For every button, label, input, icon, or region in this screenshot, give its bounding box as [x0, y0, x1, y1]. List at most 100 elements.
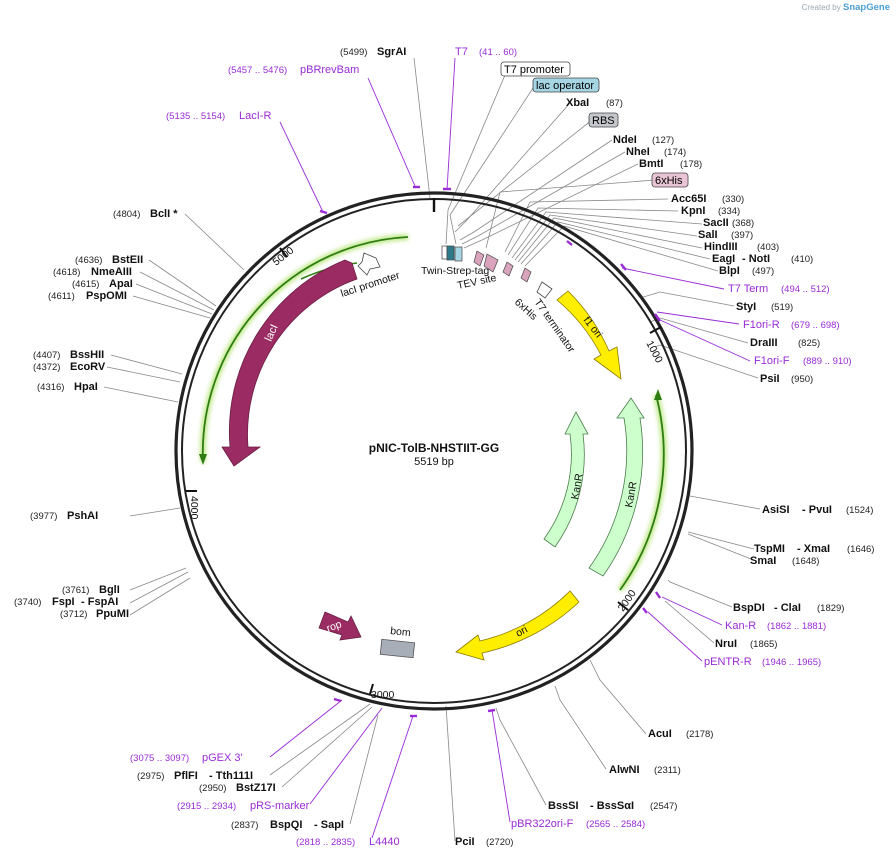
site-apai-name: ApaI [109, 278, 133, 290]
site-acc65i-name: Acc65I [671, 193, 706, 205]
primer-tick-pbr322ori-f [487, 708, 496, 713]
snapgene-branding: Created by SnapGene [802, 2, 890, 13]
site-styi-pos: (519) [771, 302, 793, 313]
feature-rbs-arrow [520, 267, 532, 283]
site-hpai-pos: (4316) [37, 382, 64, 393]
primer-l4440-pos: (2818 .. 2835) [296, 837, 355, 848]
feature-t7-promoter-box [441, 245, 448, 260]
site-sali-pos: (397) [731, 230, 753, 241]
t7-promoter-box [500, 61, 571, 77]
site-kpni-name: KpnI [681, 205, 705, 217]
site-apai-pos: (4615) [72, 279, 99, 290]
t7-promoter-box-label: T7 promoter [504, 64, 564, 76]
feature-ori-arrow [455, 590, 580, 661]
primer-t7-pos: (41 .. 60) [479, 47, 517, 58]
green-arcs [199, 234, 667, 592]
primer-pbrrevbam-pos: (5457 .. 5476) [228, 65, 287, 76]
site-pcii-name: PciI [455, 836, 475, 848]
site-bspqi-name: BspQI [270, 819, 302, 831]
tick-label-4000: 4000 [188, 496, 200, 520]
site-fspi-name: FspI [52, 596, 75, 608]
feature-bom-label: bom [390, 625, 412, 639]
site-acui-pos: (2178) [686, 729, 713, 740]
site-bsssi-name: BssSI [548, 800, 579, 812]
site-kpni-pos: (334) [718, 206, 740, 217]
arc-kanr-outer [619, 394, 665, 591]
site-fspi-pos: (3740) [14, 597, 41, 608]
branding-prefix: Created by [801, 3, 841, 12]
site-pvui-name-text: PvuI [809, 504, 832, 516]
primer-pgex3-name: pGEX 3' [202, 752, 243, 764]
site-psp-pos: (4611) [48, 291, 75, 302]
site-nrui-name: NruI [715, 638, 737, 650]
site-ndei-name: NdeI [613, 134, 637, 146]
primer-pbr322ori-f-pos: (2565 .. 2584) [586, 819, 645, 830]
feature-bom-box [379, 638, 416, 659]
site-bsteii-name: BstEII [112, 254, 143, 266]
site-bsssai-name: - BssSαI [590, 800, 634, 812]
feature-boxes: T7 promoter lac operator RBS 6xHis [500, 61, 689, 188]
feature-twin-strep-tag-arrow [473, 250, 485, 267]
primer-pbr322ori-f-name: pBR322ori-F [511, 818, 574, 830]
site-bsssi-pos: (2547) [650, 801, 677, 812]
primer-kan-r-pos: (1862 .. 1881) [767, 621, 826, 632]
site-alwni-pos: (2311) [654, 765, 681, 776]
site-tth111i-name-text: Tth111I [216, 770, 253, 782]
primer-ticks [319, 185, 661, 718]
feature-kanr-outer-label: KanR [623, 480, 639, 508]
site-bsteii-pos: (4636) [75, 255, 102, 266]
site-draiii-name: DraIII [750, 337, 778, 349]
map-title: pNIC-TolB-NHSTIIT-GG [369, 441, 499, 455]
site-pcii-pos: (2720) [486, 837, 513, 848]
primer-laci-r-pos: (5135 .. 5154) [166, 111, 225, 122]
tick-mark-1000 [649, 326, 662, 334]
primer-pgex3-pos: (3075 .. 3097) [130, 753, 189, 764]
primer-pentr-r-name: pENTR-R [704, 656, 752, 668]
site-psp-name: PspOMI [86, 290, 127, 302]
site-smai-name: SmaI [750, 555, 776, 567]
primer-tick-pgex3 [333, 697, 342, 703]
site-styi-name: StyI [736, 301, 756, 313]
site-bsssai-name-text: BssSαI [597, 800, 634, 812]
site-sgrai-name: SgrAI [377, 46, 406, 58]
site-sapi-name-text: SapI [321, 819, 344, 831]
arc-lacI-outer [201, 236, 409, 463]
primer-tick-pentr-r [642, 607, 648, 614]
primer-laci-r-name: LacI-R [239, 110, 271, 122]
site-bspdi-clai-pos: (1829) [817, 603, 844, 614]
site-noti-name-text: NotI [749, 253, 770, 265]
primer-leader-lines [269, 57, 751, 839]
site-alwni-name: AlwNI [609, 764, 640, 776]
site-bstz17i-name: BstZ17I [236, 782, 276, 794]
site-bcli-name: BclI * [150, 208, 178, 220]
site-psii-name: PsiI [760, 373, 780, 385]
primer-prs-marker-name: pRS-marker [250, 800, 310, 812]
site-clai-name: - ClaI [774, 602, 801, 614]
primer-pentr-r-pos: (1946 .. 1965) [762, 657, 821, 668]
site-bsshii-pos: (4407) [33, 350, 60, 361]
tick-mark-5000 [279, 247, 288, 258]
site-ndei-pos: (127) [652, 135, 674, 146]
site-acui-name: AcuI [648, 728, 672, 740]
site-xmai-name-text: XmaI [804, 543, 830, 555]
site-smai-pos: (1648) [792, 556, 819, 567]
feature-tev-site-arrow [483, 253, 499, 273]
snapgene-logo: SnapGene [843, 2, 890, 13]
site-psii-pos: (950) [791, 374, 813, 385]
site-xbai-pos: (87) [606, 98, 623, 109]
backbone-outer [174, 191, 694, 711]
mcs-features [441, 245, 553, 299]
primer-t7term-pos: (494 .. 512) [781, 284, 830, 295]
site-eagi-name: EagI [712, 253, 735, 265]
site-hindiii-pos: (403) [757, 242, 779, 253]
site-acc65i-pos: (330) [722, 194, 744, 205]
his6-box-label: 6xHis [655, 175, 683, 187]
site-pflfi-name: PflFI [174, 770, 198, 782]
primer-pbrrevbam-name: pBRrevBam [300, 64, 359, 76]
primer-tick-t7term [566, 240, 573, 246]
feature-laci-promoter-arrow [357, 252, 381, 276]
site-nhei-pos: (174) [664, 147, 686, 158]
site-sapi-name: - SapI [314, 819, 344, 831]
primer-tick-f1ori-r [620, 263, 627, 271]
